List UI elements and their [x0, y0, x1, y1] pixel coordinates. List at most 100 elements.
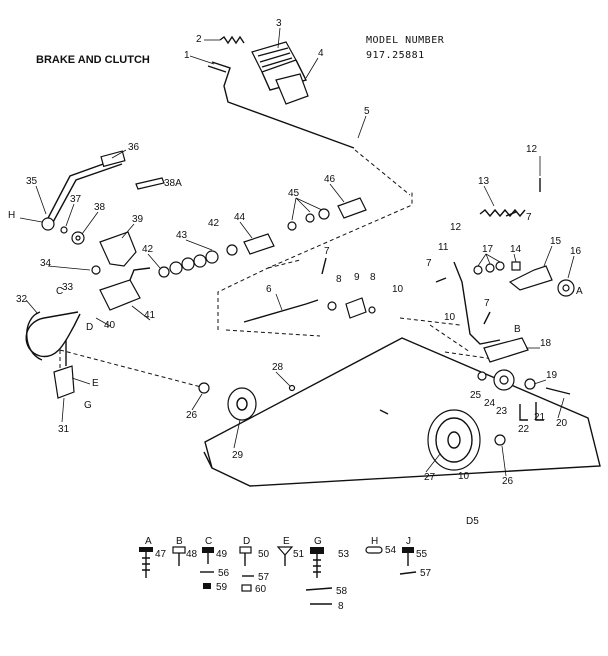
- callout-23: 23: [496, 406, 508, 417]
- nut-34: [91, 265, 101, 275]
- callout-39: 39: [132, 214, 144, 225]
- legend-part-53: 53: [338, 549, 350, 560]
- callout-21: 21: [534, 412, 546, 423]
- legend-part-56: 56: [218, 568, 230, 579]
- letter-g: G: [84, 400, 92, 411]
- callout-4: 4: [318, 48, 324, 59]
- idler-arm: [453, 261, 501, 345]
- leader-lines: [19, 27, 575, 477]
- washer-8b: [368, 306, 376, 314]
- callout-22: 22: [518, 424, 530, 435]
- band-bracket: [53, 365, 75, 399]
- diagram-code: D5: [466, 516, 479, 527]
- letter-e: E: [92, 378, 99, 389]
- callout-45: 45: [288, 188, 300, 199]
- nut-14: [511, 261, 521, 271]
- legend-letter-e: E: [283, 536, 290, 547]
- letter-a: A: [576, 286, 583, 297]
- key-38a: [135, 177, 165, 190]
- legend-letter-d: D: [243, 536, 250, 547]
- legend-part-54: 54: [385, 545, 397, 556]
- callout-37: 37: [70, 194, 82, 205]
- callout-7a: 7: [324, 246, 330, 257]
- plate-18: [483, 337, 529, 363]
- key-28: [288, 384, 296, 392]
- washer-17a: [473, 265, 483, 275]
- legend-part-8: 8: [338, 601, 344, 612]
- brake-band: [25, 311, 81, 358]
- callout-15: 15: [550, 236, 562, 247]
- legend-part-55: 55: [416, 549, 428, 560]
- washer-25: [477, 371, 487, 381]
- model-number-label: MODEL NUMBER: [366, 35, 445, 46]
- callouts: 1 2 3 4 5 6 7 7 7 7 8 8 9 10 10 10 11 12…: [8, 18, 583, 487]
- legend-part-51: 51: [293, 549, 305, 560]
- bracket-21: [535, 402, 544, 421]
- pin-7c: [483, 311, 491, 325]
- callout-6: 6: [266, 284, 272, 295]
- callout-31: 31: [58, 424, 70, 435]
- callout-9: 9: [354, 272, 360, 283]
- legend-part-57b: 57: [420, 568, 432, 579]
- washer-8: [327, 301, 337, 311]
- legend-part-60: 60: [255, 584, 267, 595]
- letter-d: D: [86, 322, 93, 333]
- spring-13: [479, 208, 526, 218]
- callout-42a: 42: [142, 244, 154, 255]
- callout-35: 35: [26, 176, 38, 187]
- callout-46: 46: [324, 174, 336, 185]
- callout-5: 5: [364, 106, 370, 117]
- pin-7a: [321, 257, 327, 275]
- bolt-20: [545, 387, 571, 395]
- callout-32: 32: [16, 294, 28, 305]
- callout-3: 3: [276, 18, 282, 29]
- callout-10a: 10: [392, 284, 404, 295]
- callout-14: 14: [510, 244, 522, 255]
- pulley-29: [227, 387, 257, 421]
- legend-part-57a: 57: [258, 572, 270, 583]
- callout-2: 2: [196, 34, 202, 45]
- brake-lever: [41, 150, 126, 231]
- legend-letter-c: C: [205, 536, 212, 547]
- washer-37: [60, 226, 68, 234]
- callout-1: 1: [184, 50, 190, 61]
- pedal: [251, 41, 308, 91]
- callout-24: 24: [484, 398, 496, 409]
- pedal-spring: [219, 35, 245, 45]
- control-rod: [207, 61, 355, 149]
- pivot-block: [99, 279, 141, 311]
- callout-26b: 26: [502, 476, 514, 487]
- callout-42b: 42: [208, 218, 220, 229]
- nut-26a: [198, 382, 210, 394]
- callout-20: 20: [556, 418, 568, 429]
- callout-27: 27: [424, 472, 436, 483]
- callout-8a: 8: [336, 274, 342, 285]
- pin-7b: [435, 277, 447, 283]
- legend-letter-j: J: [406, 536, 411, 547]
- legend-letter-g: G: [314, 536, 322, 547]
- shaft-stack: [158, 197, 367, 278]
- callout-8b: 8: [370, 272, 376, 283]
- letter-c: C: [56, 286, 63, 297]
- letter-h: H: [8, 210, 15, 221]
- callout-26a: 26: [186, 410, 198, 421]
- callout-12a: 12: [526, 144, 538, 155]
- letter-b: B: [514, 324, 521, 335]
- callout-10b: 10: [444, 312, 456, 323]
- callout-41: 41: [144, 310, 156, 321]
- screw-deck: [379, 409, 389, 415]
- legend-part-49: 49: [216, 549, 228, 560]
- pedal-bracket: [275, 73, 309, 105]
- model-number-value: 917.25881: [366, 50, 425, 61]
- callout-38: 38: [94, 202, 106, 213]
- hardware-legend: A 47 B 48 C 49 56 59 D 50 57 60 E 51 G: [139, 536, 432, 612]
- callout-19: 19: [546, 370, 558, 381]
- callout-25: 25: [470, 390, 482, 401]
- washer-19: [524, 378, 536, 390]
- bracket-15: [508, 265, 553, 291]
- callout-17: 17: [482, 244, 494, 255]
- callout-38a: 38A: [164, 178, 182, 189]
- callout-7d: 7: [526, 212, 532, 223]
- legend-letter-h: H: [371, 536, 378, 547]
